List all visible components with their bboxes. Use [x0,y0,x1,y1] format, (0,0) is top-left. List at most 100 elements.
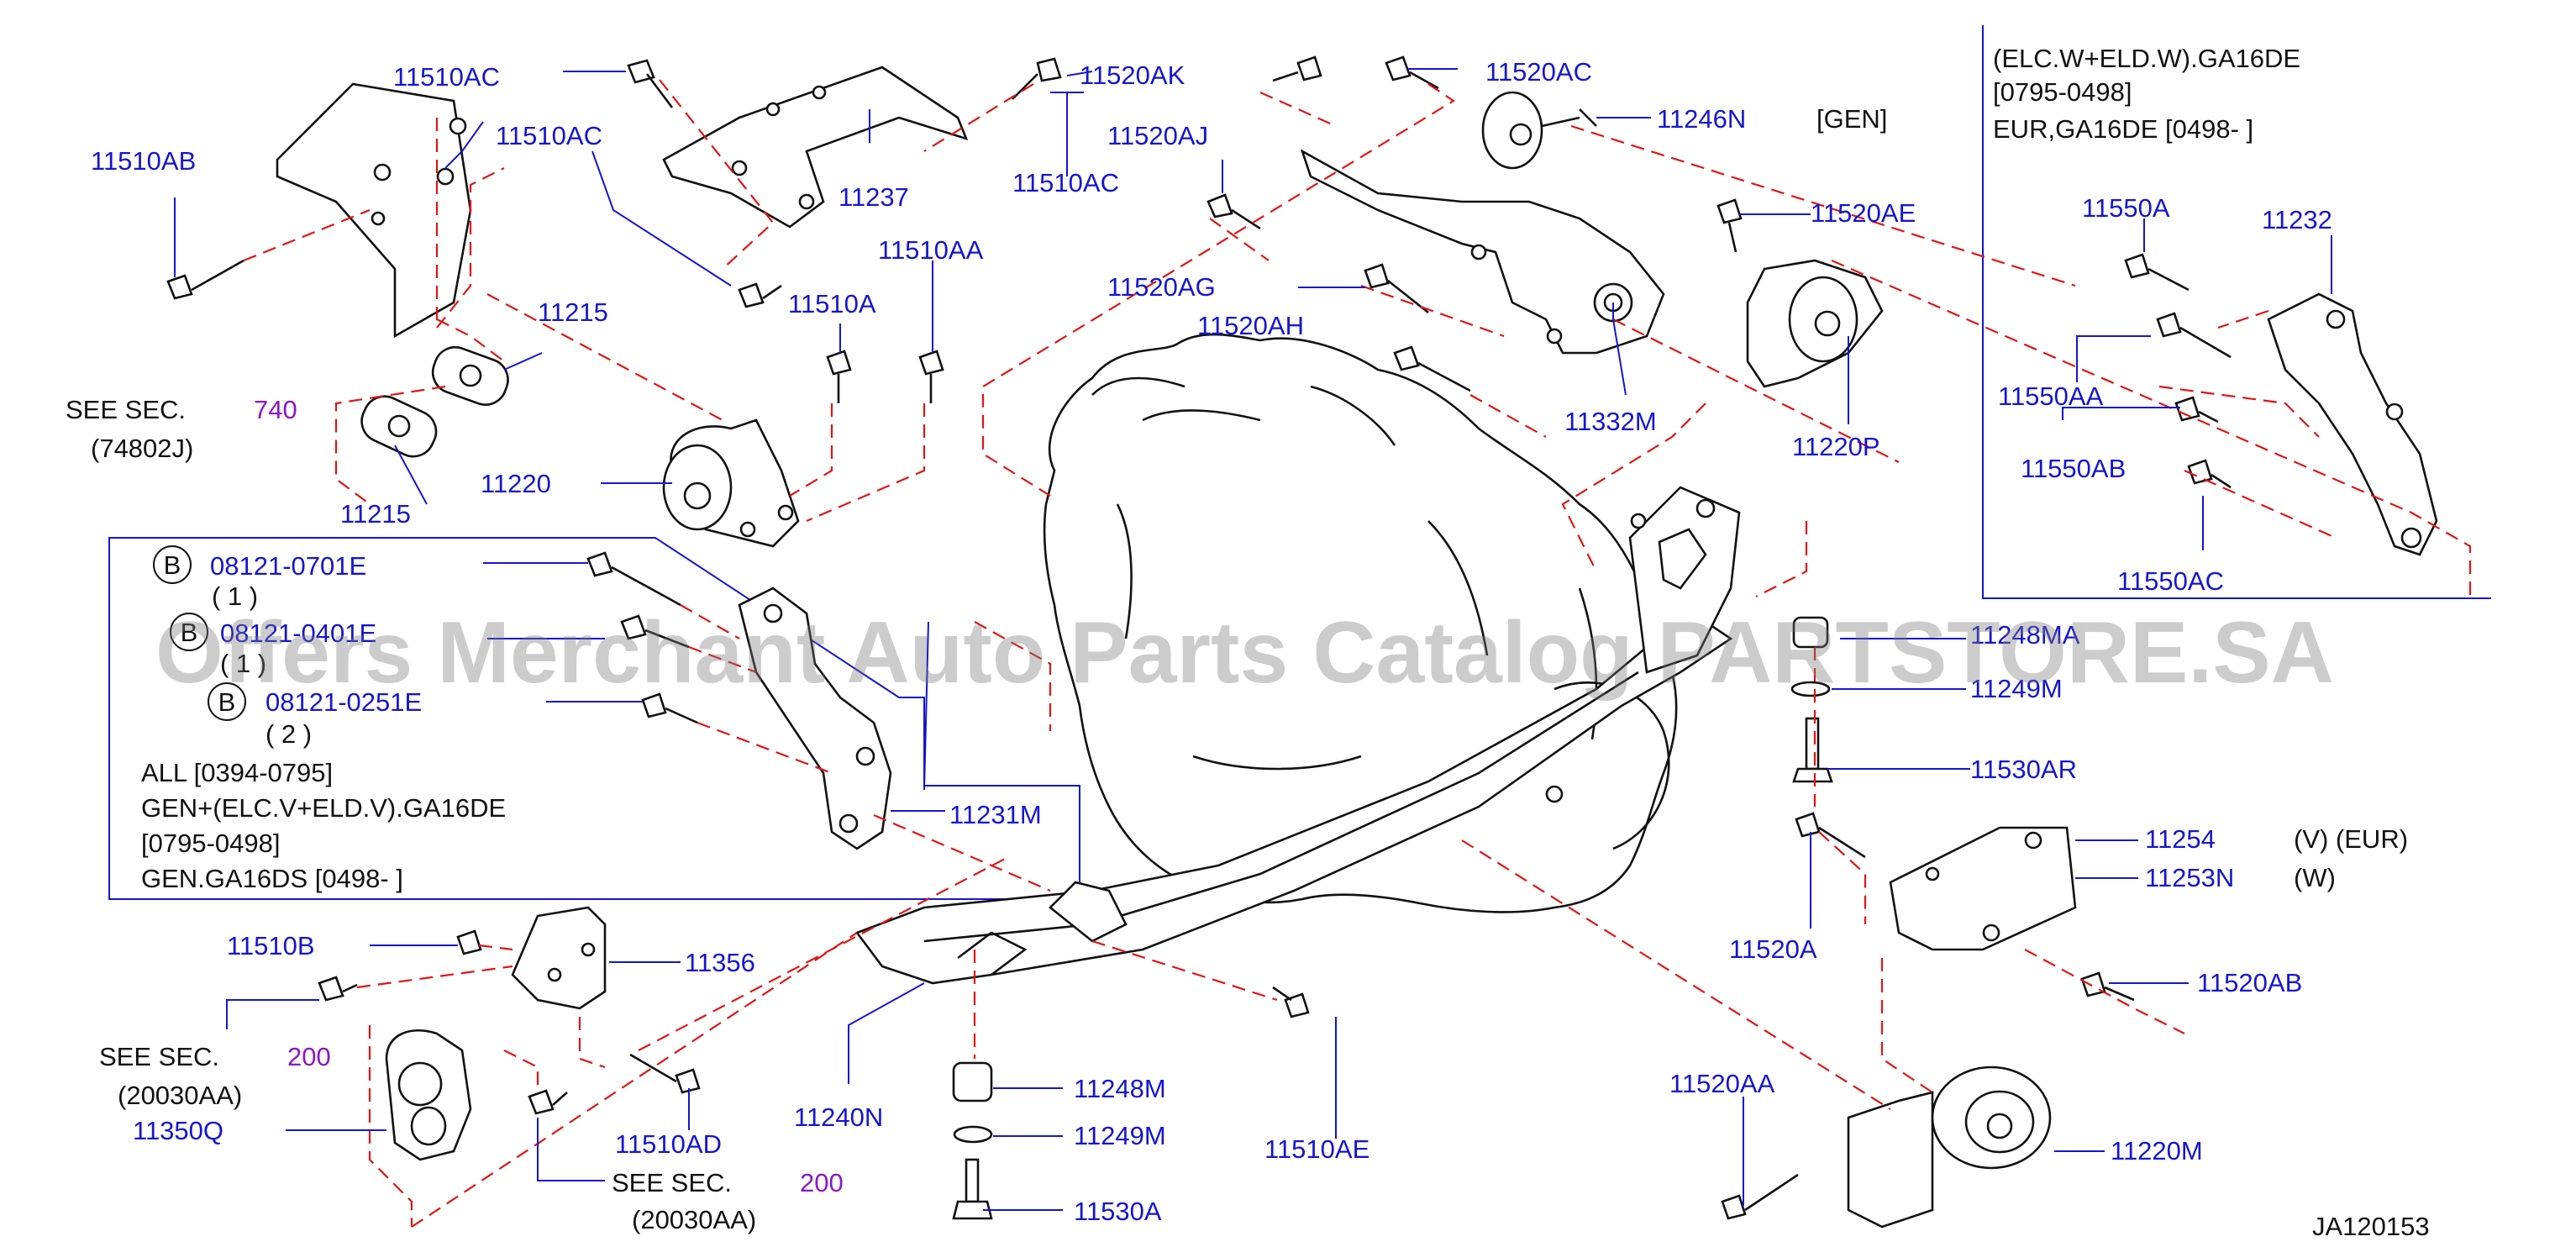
subframe-drawing [854,486,1741,985]
callout-11215-lower[interactable]: 11215 [340,499,411,529]
callout-11332M[interactable]: 11332M [1564,407,1657,436]
bracket-11332M-drawing [1300,149,1665,355]
inset-frame [1982,25,2491,599]
bracket-11510AB-drawing [276,82,472,339]
callout-11510AC-mid[interactable]: 11510AC [496,121,602,150]
callout-11520AG[interactable]: 11520AG [1107,272,1216,302]
mount-11350Q-drawing [385,1029,472,1161]
callout-11520AJ[interactable]: 11520AJ [1107,121,1208,150]
bushing-11248MA-drawing [1790,616,1831,697]
bolt-11530AR-drawing [1792,717,1833,783]
callout-11220P[interactable]: 11220P [1792,432,1880,461]
note-gen-elc: GEN+(ELC.V+ELD.V).GA16DE [141,793,506,823]
engine-block-drawing [1043,333,1678,913]
section-200-link-a[interactable]: 200 [287,1042,331,1071]
annotations: [GEN] SEE SEC. 740 (74802J) ( 1 ) ( 1 ) … [66,44,2430,1241]
qty-0701E: ( 1 ) [212,581,258,611]
callout-11215-upper[interactable]: 11215 [538,297,608,327]
see-sec-740-label: SEE SEC. [66,395,186,424]
callout-11510AC-top[interactable]: 11510AC [393,62,500,92]
callout-11240N[interactable]: 11240N [794,1102,883,1132]
callout-11510AD[interactable]: 11510AD [615,1129,722,1159]
callout-08121-0251E[interactable]: 08121-0251E [265,687,422,717]
callout-11231M[interactable]: 11231M [949,800,1042,829]
b-marker-3: B [218,687,236,717]
mount-11220P-drawing [1746,259,1884,388]
mount-11220-drawing [662,418,800,548]
callout-11356[interactable]: 11356 [685,948,755,977]
callout-11520AA[interactable]: 11520AA [1669,1069,1775,1098]
callout-11510AA[interactable]: 11510AA [878,235,984,265]
section-740-link[interactable]: 740 [254,395,297,424]
callout-11530AR[interactable]: 11530AR [1970,755,2077,784]
callout-11550AA[interactable]: 11550AA [1998,381,2104,411]
callout-11254[interactable]: 11254 [2145,824,2216,854]
callout-11253N[interactable]: 11253N [2145,863,2234,892]
mount-11246N-drawing [1481,91,1597,170]
qty-0251E: ( 2 ) [265,719,312,749]
inset-line-3: EUR,GA16DE [0498- ] [1993,114,2253,144]
inset-line-1: (ELC.W+ELD.W).GA16DE [1993,44,2300,73]
see-sec-200-label-a: SEE SEC. [99,1042,219,1071]
callout-11520A[interactable]: 11520A [1729,934,1817,964]
variant-w: (W) [2294,863,2336,892]
leader-lines [174,68,2332,1211]
callout-11550AC[interactable]: 11550AC [2117,566,2224,596]
b-markers: B B B [153,545,246,721]
callout-08121-0401E[interactable]: 08121-0401E [220,618,376,648]
b-marker-2: B [181,618,198,647]
note-range: [0795-0498] [141,829,280,858]
callout-11237[interactable]: 11237 [839,182,909,212]
callout-11220[interactable]: 11220 [481,469,551,498]
bolt-group-drawing [166,55,2232,1220]
note-gen-ga16ds: GEN.GA16DS [0498- ] [141,864,403,893]
gen-tag: [GEN] [1816,104,1887,134]
callout-11520AB[interactable]: 11520AB [2197,968,2302,997]
callout-11249M-lower[interactable]: 11249M [1074,1121,1166,1150]
callout-11510AE[interactable]: 11510AE [1264,1134,1369,1164]
callout-11520AK[interactable]: 11520AK [1080,61,1185,90]
variant-v-eur: (V) (EUR) [2294,824,2408,854]
callout-11510A[interactable]: 11510A [788,289,876,318]
part-number-callouts: 11510AC 11510AB 11510AC 11237 11510AC 11… [91,57,2332,1226]
assembly-guide-lines [243,79,2472,1228]
callout-11510B[interactable]: 11510B [227,931,315,960]
callout-11350Q[interactable]: 11350Q [133,1116,223,1145]
washer-11215-drawing [360,345,509,458]
section-200-link-b[interactable]: 200 [800,1168,844,1197]
ref-20030AA-b: (20030AA) [632,1205,756,1234]
bracket-11232-drawing [2267,292,2438,556]
inset-line-2: [0795-0498] [1993,77,2132,107]
callout-11530A[interactable]: 11530A [1074,1197,1162,1226]
bracket-11231M-drawing [738,587,892,850]
callout-11220M[interactable]: 11220M [2111,1136,2203,1165]
mount-11220M-drawing [1847,1065,2052,1229]
diagram-code: JA120153 [2312,1212,2430,1241]
see-sec-200-label-b: SEE SEC. [612,1168,732,1197]
watermark: Offers Merchant Auto Parts Catalog PARTS… [155,604,2334,702]
bracket-11254-drawing [1889,826,2077,951]
callout-11246N[interactable]: 11246N [1657,104,1746,134]
callout-11249M-right[interactable]: 11249M [1970,674,2063,703]
callout-11510AC-right[interactable]: 11510AC [1012,168,1119,197]
callout-11232[interactable]: 11232 [2262,205,2332,234]
b-marker-1: B [164,550,181,580]
callout-11520AC[interactable]: 11520AC [1485,57,1592,87]
ref-20030AA-a: (20030AA) [118,1081,242,1110]
qty-0401E: ( 1 ) [220,649,266,678]
callout-08121-0701E[interactable]: 08121-0701E [210,551,366,581]
callout-11248M[interactable]: 11248M [1074,1074,1166,1103]
note-all: ALL [0394-0795] [141,758,333,787]
callout-11550AB[interactable]: 11550AB [2021,454,2126,483]
bracket-11237-drawing [662,66,969,229]
callout-11520AH[interactable]: 11520AH [1197,311,1304,340]
bracket-11356-drawing [511,906,607,1010]
bushing-11248M-drawing [952,1061,993,1220]
callout-11510AB[interactable]: 11510AB [91,146,196,176]
ref-74802J: (74802J) [91,434,193,463]
callout-11550A[interactable]: 11550A [2082,193,2170,223]
callout-11248MA[interactable]: 11248MA [1970,620,2080,650]
callout-11520AE[interactable]: 11520AE [1811,198,1916,228]
